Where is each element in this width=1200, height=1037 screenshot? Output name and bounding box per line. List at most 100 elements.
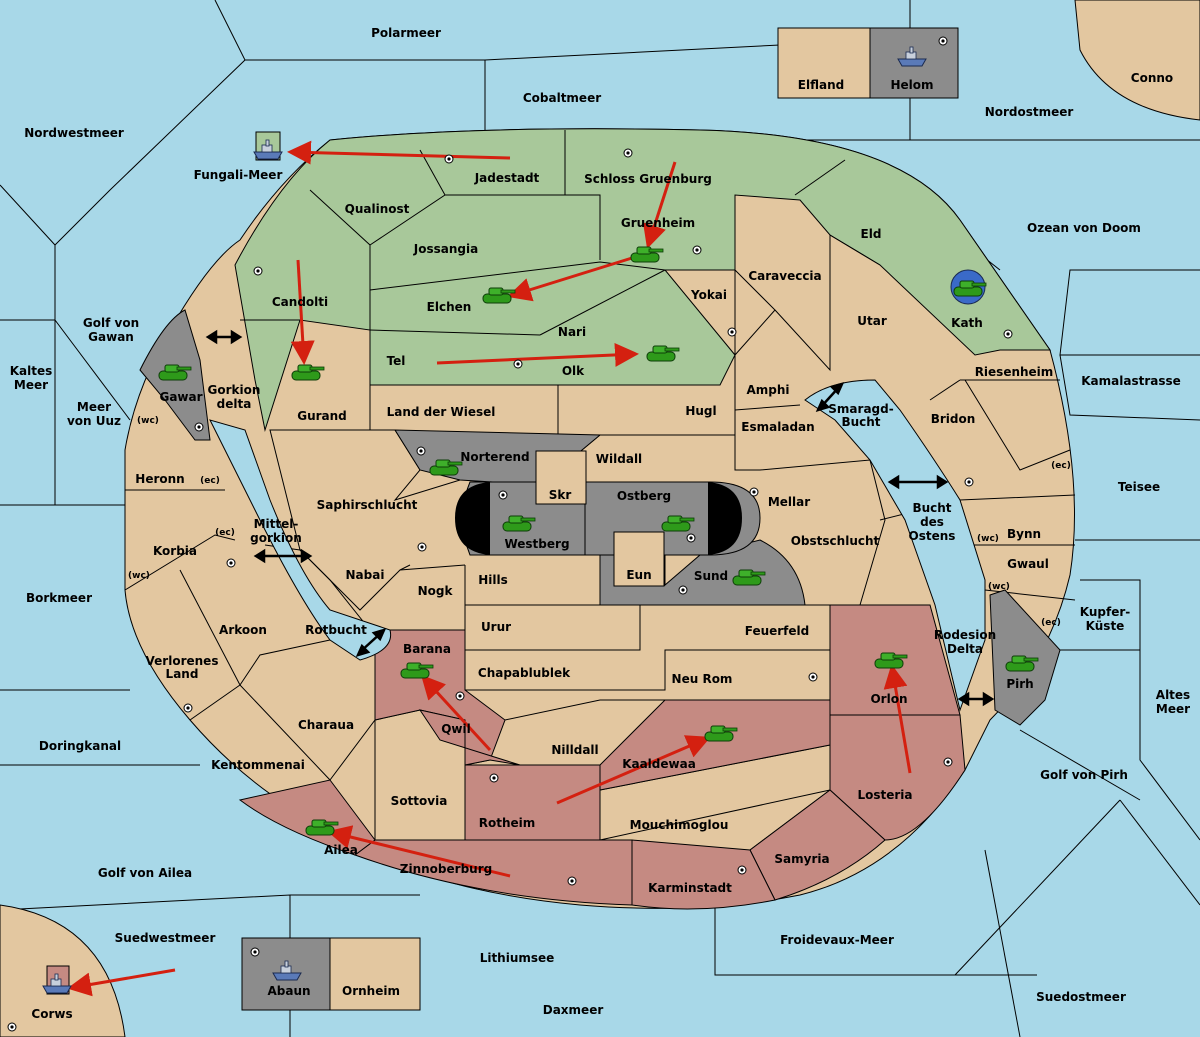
label-teisee: Teisee xyxy=(1118,480,1160,494)
region-elfland[interactable] xyxy=(777,27,871,99)
supply-center-icon xyxy=(737,865,747,875)
label-kupferkueste-1: Kupfer- xyxy=(1080,605,1130,619)
label-helom: Helom xyxy=(890,78,933,92)
label-karminstadt: Karminstadt xyxy=(648,881,732,895)
label-coast-ec: (ec) xyxy=(1051,461,1071,471)
supply-center-icon xyxy=(943,757,953,767)
label-riesenheim: Riesenheim xyxy=(975,365,1054,379)
inner-bay-west xyxy=(209,419,392,661)
label-mittelgorkion-1: Mittel- xyxy=(254,517,299,531)
label-kaltes-meer-1: Kaltes xyxy=(10,364,53,378)
label-ornheim: Ornheim xyxy=(342,984,400,998)
label-gawar: Gawar xyxy=(159,390,202,404)
supply-center-icon xyxy=(489,773,499,783)
supply-center-icon xyxy=(513,359,523,369)
label-ailea: Ailea xyxy=(324,843,358,857)
supply-center-icon xyxy=(1003,329,1013,339)
label-orlon: Orlon xyxy=(870,692,907,706)
label-yokai: Yokai xyxy=(690,288,727,302)
label-arkoon: Arkoon xyxy=(219,623,267,637)
label-elchen: Elchen xyxy=(427,300,472,314)
label-westberg: Westberg xyxy=(504,537,569,551)
label-qualinost: Qualinost xyxy=(345,202,410,216)
supply-center-icon xyxy=(692,245,702,255)
label-esmaladan: Esmaladan xyxy=(741,420,814,434)
label-altes-meer-1: Altes xyxy=(1156,688,1190,702)
label-coast-ec: (ec) xyxy=(1041,618,1061,628)
supply-center-icon xyxy=(183,703,193,713)
label-kentommenai: Kentommenai xyxy=(211,758,305,772)
region-ornheim[interactable] xyxy=(329,937,421,1011)
double-arrow-icon xyxy=(887,474,949,490)
supply-center-icon xyxy=(7,1022,17,1032)
label-sottovia: Sottovia xyxy=(391,794,448,808)
label-coast-wc: (wc) xyxy=(137,416,159,426)
double-arrow-icon xyxy=(355,628,387,657)
region-karminstadt xyxy=(631,839,776,910)
label-land-der-wiesel: Land der Wiesel xyxy=(387,405,496,419)
label-doringkanal: Doringkanal xyxy=(39,739,121,753)
label-nogk: Nogk xyxy=(418,584,454,598)
label-obstschlucht: Obstschlucht xyxy=(791,534,880,548)
label-qwil: Qwil xyxy=(441,722,471,736)
label-lithiumsee: Lithiumsee xyxy=(480,951,555,965)
label-elfland: Elfland xyxy=(798,78,844,92)
label-heronn: Heronn xyxy=(135,472,184,486)
supply-center-icon xyxy=(964,477,974,487)
region-eun[interactable] xyxy=(613,531,665,587)
label-bynn: Bynn xyxy=(1007,527,1041,541)
label-nilldall: Nilldall xyxy=(551,743,598,757)
label-mouchimoglou: Mouchimoglou xyxy=(630,818,729,832)
label-candolti: Candolti xyxy=(272,295,328,309)
double-arrow-icon xyxy=(815,382,845,412)
label-borkmeer: Borkmeer xyxy=(26,591,92,605)
region-qwil xyxy=(418,709,521,766)
label-jossangia: Jossangia xyxy=(413,242,478,256)
label-tel: Tel xyxy=(387,354,406,368)
label-polarmeer: Polarmeer xyxy=(371,26,441,40)
label-losteria: Losteria xyxy=(857,788,912,802)
label-kupferkueste-2: Küste xyxy=(1086,619,1125,633)
label-feuerfeld: Feuerfeld xyxy=(745,624,810,638)
supply-center-icon xyxy=(253,266,263,276)
label-rodesion-delta-1: Rodesion xyxy=(934,628,996,642)
label-ozean-von-doom: Ozean von Doom xyxy=(1027,221,1141,235)
label-suedwestmeer: Suedwestmeer xyxy=(115,931,216,945)
label-gorkion-delta-1: Gorkion xyxy=(208,383,261,397)
label-golf-von-ailea: Golf von Ailea xyxy=(98,866,192,880)
label-nordwestmeer: Nordwestmeer xyxy=(24,126,124,140)
label-kamalastrasse: Kamalastrasse xyxy=(1081,374,1181,388)
label-bridon: Bridon xyxy=(931,412,976,426)
region-skr[interactable] xyxy=(535,450,587,505)
map-labels: Polarmeer Cobaltmeer Elfland Helom Conno… xyxy=(10,26,1190,1021)
double-arrow-icons xyxy=(205,329,995,707)
supply-center-icon xyxy=(498,490,508,500)
label-smaragd-bucht-1: Smaragd- xyxy=(828,402,893,416)
label-gruenheim: Gruenheim xyxy=(621,216,695,230)
label-golf-von-gawan-1: Golf von xyxy=(83,316,139,330)
label-kath: Kath xyxy=(951,316,983,330)
label-urur: Urur xyxy=(481,620,511,634)
label-verlorenes-land-1: Verlorenes xyxy=(146,654,219,668)
label-gurand: Gurand xyxy=(297,409,347,423)
label-meer-von-uuz-2: von Uuz xyxy=(67,414,121,428)
supply-center-icon xyxy=(250,947,260,957)
label-zinnoberburg: Zinnoberburg xyxy=(400,862,492,876)
label-coast-wc: (wc) xyxy=(128,571,150,581)
label-schloss-gruenburg: Schloss Gruenburg xyxy=(584,172,712,186)
label-eun: Eun xyxy=(626,568,651,582)
label-charaua: Charaua xyxy=(298,718,354,732)
supply-center-icon xyxy=(455,691,465,701)
label-altes-meer-2: Meer xyxy=(1156,702,1190,716)
label-suedostmeer: Suedostmeer xyxy=(1036,990,1126,1004)
label-rotbucht: Rotbucht xyxy=(305,623,367,637)
label-jadestadt: Jadestadt xyxy=(474,171,540,185)
label-amphi: Amphi xyxy=(746,383,789,397)
supply-center-icon xyxy=(623,148,633,158)
double-arrow-icon xyxy=(957,691,995,707)
label-meer-von-uuz-1: Meer xyxy=(77,400,111,414)
label-froidevaux-meer: Froidevaux-Meer xyxy=(780,933,894,947)
label-barana: Barana xyxy=(403,642,451,656)
label-nordostmeer: Nordostmeer xyxy=(985,105,1074,119)
